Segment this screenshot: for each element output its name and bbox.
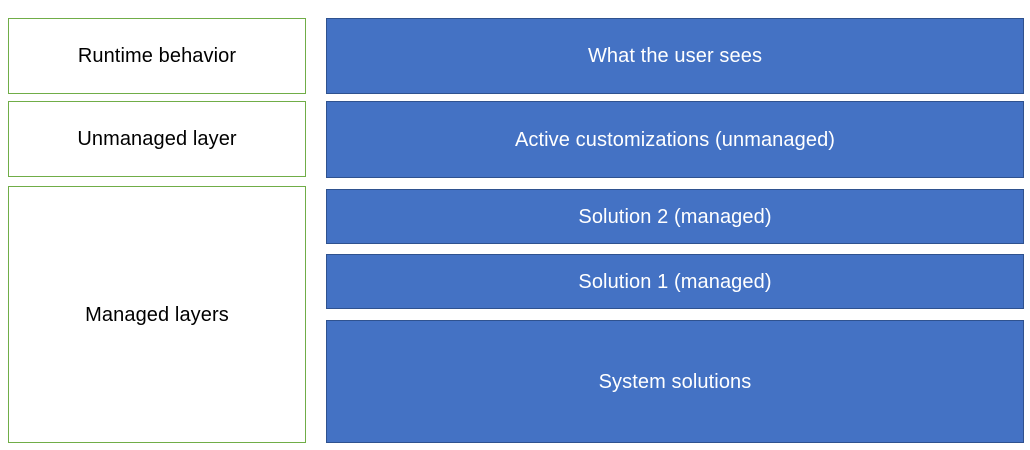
left-box-label: Managed layers: [85, 303, 229, 326]
right-box-what-the-user-sees: What the user sees: [326, 18, 1024, 94]
right-box-solution-2-managed: Solution 2 (managed): [326, 189, 1024, 244]
right-box-label: Active customizations (unmanaged): [514, 128, 836, 151]
right-box-active-customizations: Active customizations (unmanaged): [326, 101, 1024, 178]
right-box-label: Solution 1 (managed): [578, 270, 772, 293]
right-box-label: Solution 2 (managed): [578, 205, 772, 228]
left-box-runtime-behavior: Runtime behavior: [8, 18, 306, 94]
left-box-label: Unmanaged layer: [77, 128, 237, 150]
right-box-solution-1-managed: Solution 1 (managed): [326, 254, 1024, 309]
right-box-label: What the user sees: [587, 45, 763, 67]
left-box-managed-layers: Managed layers: [8, 186, 306, 443]
right-box-label: System solutions: [598, 370, 752, 393]
right-box-system-solutions: System solutions: [326, 320, 1024, 443]
left-box-label: Runtime behavior: [77, 45, 237, 67]
left-box-unmanaged-layer: Unmanaged layer: [8, 101, 306, 177]
